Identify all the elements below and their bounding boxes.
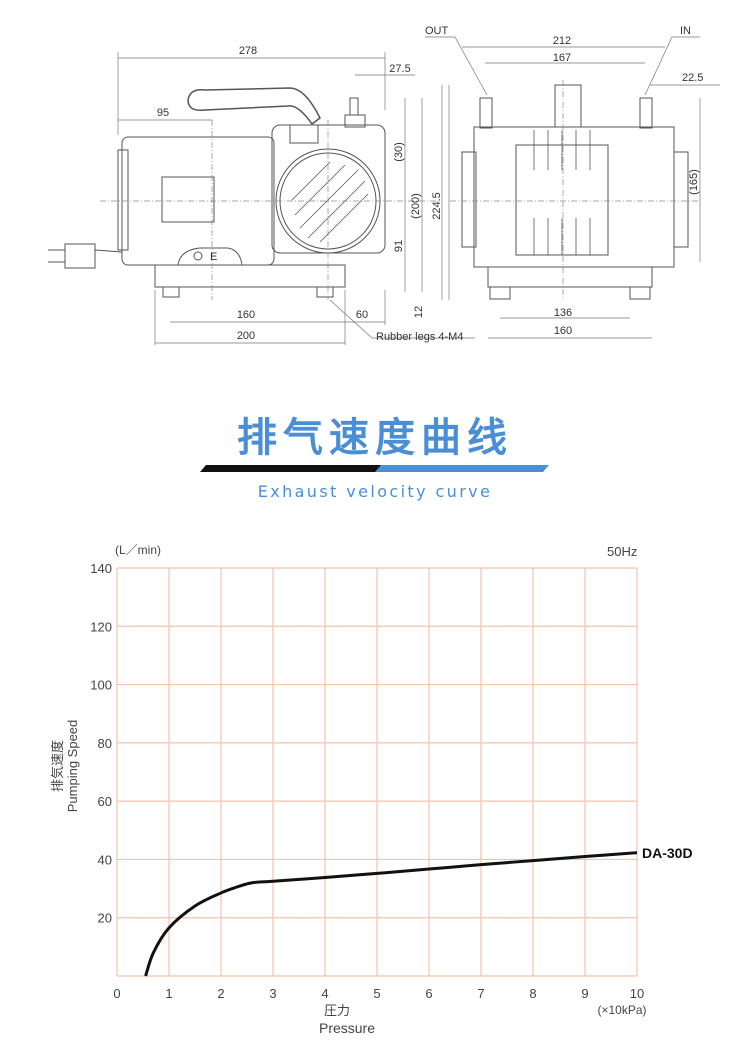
title-underline-blue (375, 465, 549, 472)
dim-30: (30) (393, 142, 405, 162)
rubber-legs-note: Rubber legs 4-M4 (376, 331, 463, 343)
x-tick-label: 3 (269, 986, 276, 1001)
dim-136: 136 (554, 307, 572, 319)
pumping-speed-chart: 0 1 2 3 4 5 6 7 8 9 10 20 40 60 80 100 120 140 DA-30D (L／… (50, 543, 693, 1036)
dim-91: 91 (393, 240, 405, 252)
y-tick-label: 140 (90, 561, 112, 576)
x-axis-label-jp: 圧力 (324, 1003, 350, 1018)
in-port (639, 97, 653, 129)
side-view (48, 52, 475, 345)
x-tick-label: 0 (113, 986, 120, 1001)
dim-12: 12 (413, 306, 425, 318)
x-axis-unit: (×10kPa) (597, 1003, 646, 1017)
in-label: IN (680, 25, 691, 37)
dim-200-height: (200) (410, 193, 422, 219)
dim-212: 212 (553, 35, 571, 47)
out-port (479, 97, 493, 129)
x-tick-label: 1 (165, 986, 172, 1001)
y-tick-label: 100 (90, 678, 112, 693)
handle (187, 87, 321, 126)
dim-95: 95 (157, 107, 169, 119)
x-tick-label: 4 (321, 986, 328, 1001)
dim-27-5: 27.5 (389, 63, 410, 75)
x-tick-label: 2 (217, 986, 224, 1001)
front-view (425, 36, 720, 339)
y-tick-label: 20 (98, 911, 112, 926)
dim-22-5: 22.5 (682, 72, 703, 84)
title-underline-black (200, 465, 386, 472)
x-tick-label: 8 (529, 986, 536, 1001)
base-front (487, 266, 653, 288)
dim-165: (165) (688, 169, 700, 195)
dim-278: 278 (239, 45, 257, 57)
series-label-da-30d: DA-30D (642, 845, 693, 861)
pump-body-front (473, 126, 675, 268)
x-tick-label: 6 (425, 986, 432, 1001)
dim-167: 167 (553, 52, 571, 64)
unit-label: (L／min) (115, 543, 161, 557)
section-title: 排气速度曲线 (237, 415, 513, 461)
rubber-leg (489, 286, 511, 300)
dim-224-5: 224.5 (431, 192, 443, 220)
x-tick-label: 9 (581, 986, 588, 1001)
dim-60: 60 (356, 309, 368, 321)
base-plate (154, 264, 346, 288)
y-axis-label-jp: 排気速度 (50, 740, 65, 792)
dim-200-base: 200 (237, 330, 255, 342)
rubber-leg (316, 286, 334, 298)
section-subtitle: Exhaust velocity curve (257, 482, 493, 501)
x-tick-label: 7 (477, 986, 484, 1001)
x-tick-label: 5 (373, 986, 380, 1001)
pump-dimension-drawing: 278 27.5 95 (30) (200) 224.5 91 12 160 6… (48, 25, 720, 345)
y-tick-label: 40 (98, 852, 112, 867)
frequency-label: 50Hz (607, 544, 637, 559)
chart-grid (116, 567, 638, 977)
terminal-box (161, 176, 215, 223)
earth-mark: E (210, 251, 217, 263)
out-label: OUT (425, 25, 449, 37)
rubber-leg (629, 286, 651, 300)
rubber-leg (162, 286, 180, 298)
x-axis-label: Pressure (319, 1020, 375, 1036)
y-axis-label: Pumping Speed (65, 720, 80, 813)
y-tick-label: 120 (90, 619, 112, 634)
x-tick-label: 10 (630, 986, 644, 1001)
dim-160-side: 160 (237, 309, 255, 321)
series-line-da-30d (144, 851, 638, 977)
power-plug (48, 243, 123, 269)
y-tick-label: 60 (98, 794, 112, 809)
y-tick-label: 80 (98, 736, 112, 751)
dim-160-front: 160 (554, 325, 572, 337)
